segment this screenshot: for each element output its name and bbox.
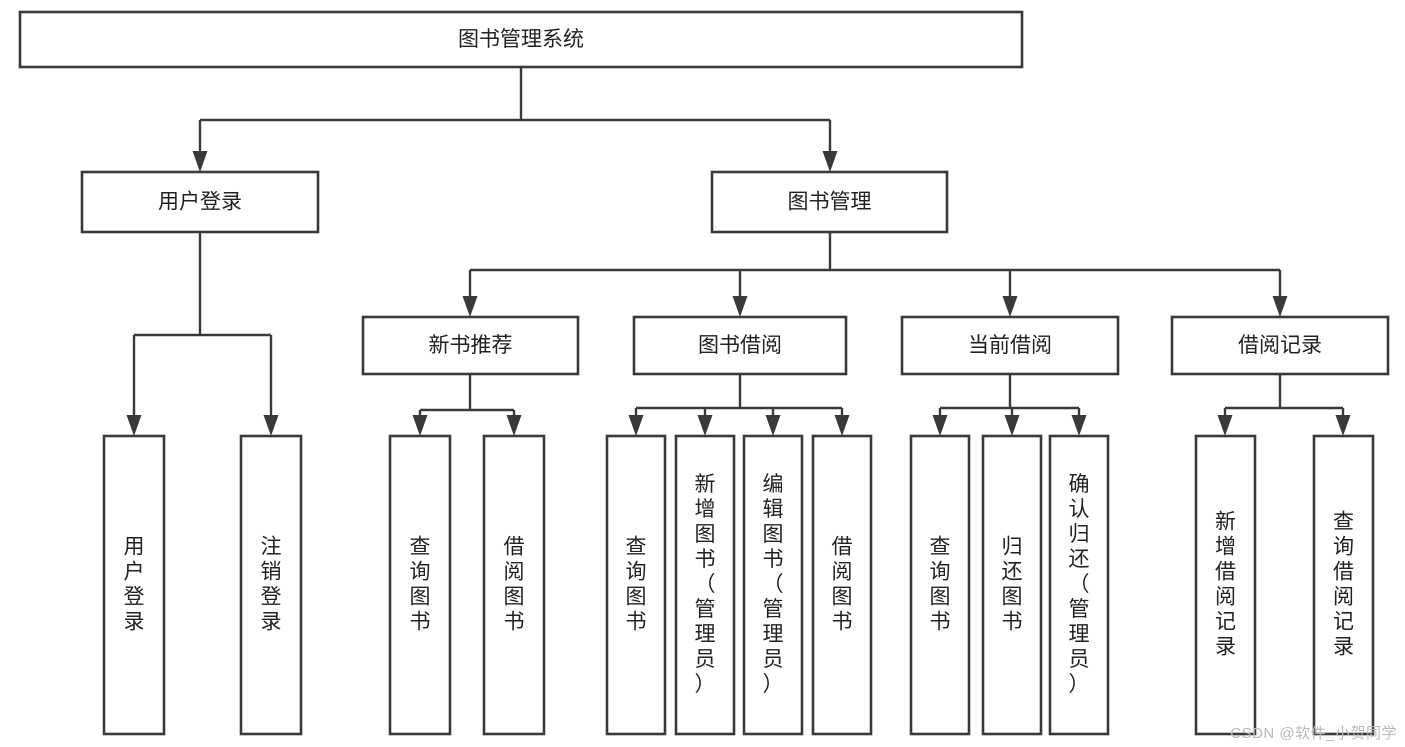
node-查询图书-leaf-8[interactable]: 查询图书 bbox=[909, 434, 971, 736]
node-查询图书-leaf-2[interactable]: 查询图书 bbox=[388, 434, 452, 736]
node-新增借阅记录-leaf-11-label: 新增借阅记录 bbox=[1215, 510, 1236, 658]
arrow-head-icon bbox=[628, 415, 644, 436]
arrow-head-icon bbox=[462, 296, 478, 317]
node-查询借阅记录-leaf-12-label: 查询借阅记录 bbox=[1333, 510, 1354, 658]
arrow-head-icon bbox=[822, 151, 838, 172]
node-用户登录-leaf-0-box[interactable] bbox=[102, 434, 166, 736]
arrow-head-icon bbox=[1335, 415, 1351, 436]
node-当前借阅-l2-box[interactable] bbox=[900, 315, 1120, 376]
node-当前借阅-l2-label: 当前借阅 bbox=[968, 334, 1052, 357]
arrow-head-icon bbox=[263, 415, 279, 436]
node-确认归还管理员-leaf-10-box[interactable] bbox=[1048, 434, 1110, 736]
node-新增借阅记录-leaf-11[interactable]: 新增借阅记录 bbox=[1194, 434, 1257, 736]
node-用户登录-l1-box[interactable] bbox=[80, 170, 320, 234]
arrow-head-icon bbox=[192, 151, 208, 172]
node-新增图书管理员-leaf-5[interactable]: 新增图书（管理员） bbox=[674, 434, 736, 736]
node-当前借阅-l2[interactable]: 当前借阅 bbox=[900, 315, 1120, 376]
node-图书借阅-l2[interactable]: 图书借阅 bbox=[632, 315, 848, 376]
node-用户登录-leaf-0-label: 用户登录 bbox=[124, 535, 145, 633]
node-新增图书管理员-leaf-5-box[interactable] bbox=[674, 434, 736, 736]
node-借阅图书-leaf-3-box[interactable] bbox=[482, 434, 546, 736]
node-编辑图书管理员-leaf-6-box[interactable] bbox=[742, 434, 804, 736]
arrow-head-icon bbox=[697, 415, 713, 436]
arrow-head-icon bbox=[412, 415, 428, 436]
node-查询图书-leaf-4-label: 查询图书 bbox=[626, 535, 647, 633]
node-借阅记录-l2-box[interactable] bbox=[1170, 315, 1390, 376]
node-归还图书-leaf-9-box[interactable] bbox=[981, 434, 1043, 736]
node-注销登录-leaf-1-label: 注销登录 bbox=[261, 535, 282, 633]
arrow-head-icon bbox=[834, 415, 850, 436]
node-图书借阅-l2-label: 图书借阅 bbox=[698, 334, 782, 357]
arrow-head-icon bbox=[932, 415, 948, 436]
watermark-label: CSDN @软件_小贺同学 bbox=[1230, 725, 1397, 742]
node-借阅图书-leaf-7-box[interactable] bbox=[811, 434, 873, 736]
arrow-head-icon bbox=[1071, 415, 1087, 436]
node-查询图书-leaf-2-label: 查询图书 bbox=[410, 535, 431, 633]
arrow-head-icon bbox=[1004, 415, 1020, 436]
node-归还图书-leaf-9-label: 归还图书 bbox=[1002, 535, 1023, 633]
node-查询借阅记录-leaf-12[interactable]: 查询借阅记录 bbox=[1312, 434, 1375, 736]
arrow-head-icon bbox=[1002, 296, 1018, 317]
node-图书管理-l1-label: 图书管理 bbox=[788, 191, 872, 214]
node-确认归还管理员-leaf-10[interactable]: 确认归还（管理员） bbox=[1048, 434, 1110, 736]
node-归还图书-leaf-9[interactable]: 归还图书 bbox=[981, 434, 1043, 736]
arrow-head-icon bbox=[732, 296, 748, 317]
node-注销登录-leaf-1-box[interactable] bbox=[239, 434, 303, 736]
node-新增图书管理员-leaf-5-label: 新增图书（管理员） bbox=[695, 473, 716, 696]
node-用户登录-l1[interactable]: 用户登录 bbox=[80, 170, 320, 234]
node-借阅图书-leaf-3-label: 借阅图书 bbox=[504, 535, 525, 633]
node-查询借阅记录-leaf-12-box[interactable] bbox=[1312, 434, 1375, 736]
arrow-head-icon bbox=[506, 415, 522, 436]
node-借阅记录-l2-label: 借阅记录 bbox=[1238, 334, 1322, 357]
arrow-head-icon bbox=[765, 415, 781, 436]
arrow-head-icon bbox=[1272, 296, 1288, 317]
node-编辑图书管理员-leaf-6-label: 编辑图书（管理员） bbox=[763, 473, 784, 696]
node-借阅图书-leaf-3[interactable]: 借阅图书 bbox=[482, 434, 546, 736]
node-确认归还管理员-leaf-10-label: 确认归还（管理员） bbox=[1069, 473, 1090, 696]
node-借阅图书-leaf-7-label: 借阅图书 bbox=[832, 535, 853, 633]
node-图书管理-l1-box[interactable] bbox=[710, 170, 949, 234]
node-新书推荐-l2-box[interactable] bbox=[361, 315, 580, 376]
node-新书推荐-l2[interactable]: 新书推荐 bbox=[361, 315, 580, 376]
node-新增借阅记录-leaf-11-box[interactable] bbox=[1194, 434, 1257, 736]
node-注销登录-leaf-1[interactable]: 注销登录 bbox=[239, 434, 303, 736]
node-新书推荐-l2-label: 新书推荐 bbox=[429, 334, 513, 357]
node-查询图书-leaf-4-box[interactable] bbox=[605, 434, 667, 736]
node-查询图书-leaf-4[interactable]: 查询图书 bbox=[605, 434, 667, 736]
node-图书管理系统-root-label: 图书管理系统 bbox=[458, 28, 584, 51]
node-编辑图书管理员-leaf-6[interactable]: 编辑图书（管理员） bbox=[742, 434, 804, 736]
node-用户登录-l1-label: 用户登录 bbox=[158, 191, 242, 214]
node-查询图书-leaf-2-box[interactable] bbox=[388, 434, 452, 736]
node-借阅记录-l2[interactable]: 借阅记录 bbox=[1170, 315, 1390, 376]
node-查询图书-leaf-8-box[interactable] bbox=[909, 434, 971, 736]
node-图书管理系统-root[interactable]: 图书管理系统 bbox=[18, 10, 1024, 69]
arrow-head-icon bbox=[126, 415, 142, 436]
node-图书管理系统-root-box[interactable] bbox=[18, 10, 1024, 69]
node-图书管理-l1[interactable]: 图书管理 bbox=[710, 170, 949, 234]
node-图书借阅-l2-box[interactable] bbox=[632, 315, 848, 376]
node-查询图书-leaf-8-label: 查询图书 bbox=[930, 535, 951, 633]
node-借阅图书-leaf-7[interactable]: 借阅图书 bbox=[811, 434, 873, 736]
node-用户登录-leaf-0[interactable]: 用户登录 bbox=[102, 434, 166, 736]
arrow-head-icon bbox=[1217, 415, 1233, 436]
